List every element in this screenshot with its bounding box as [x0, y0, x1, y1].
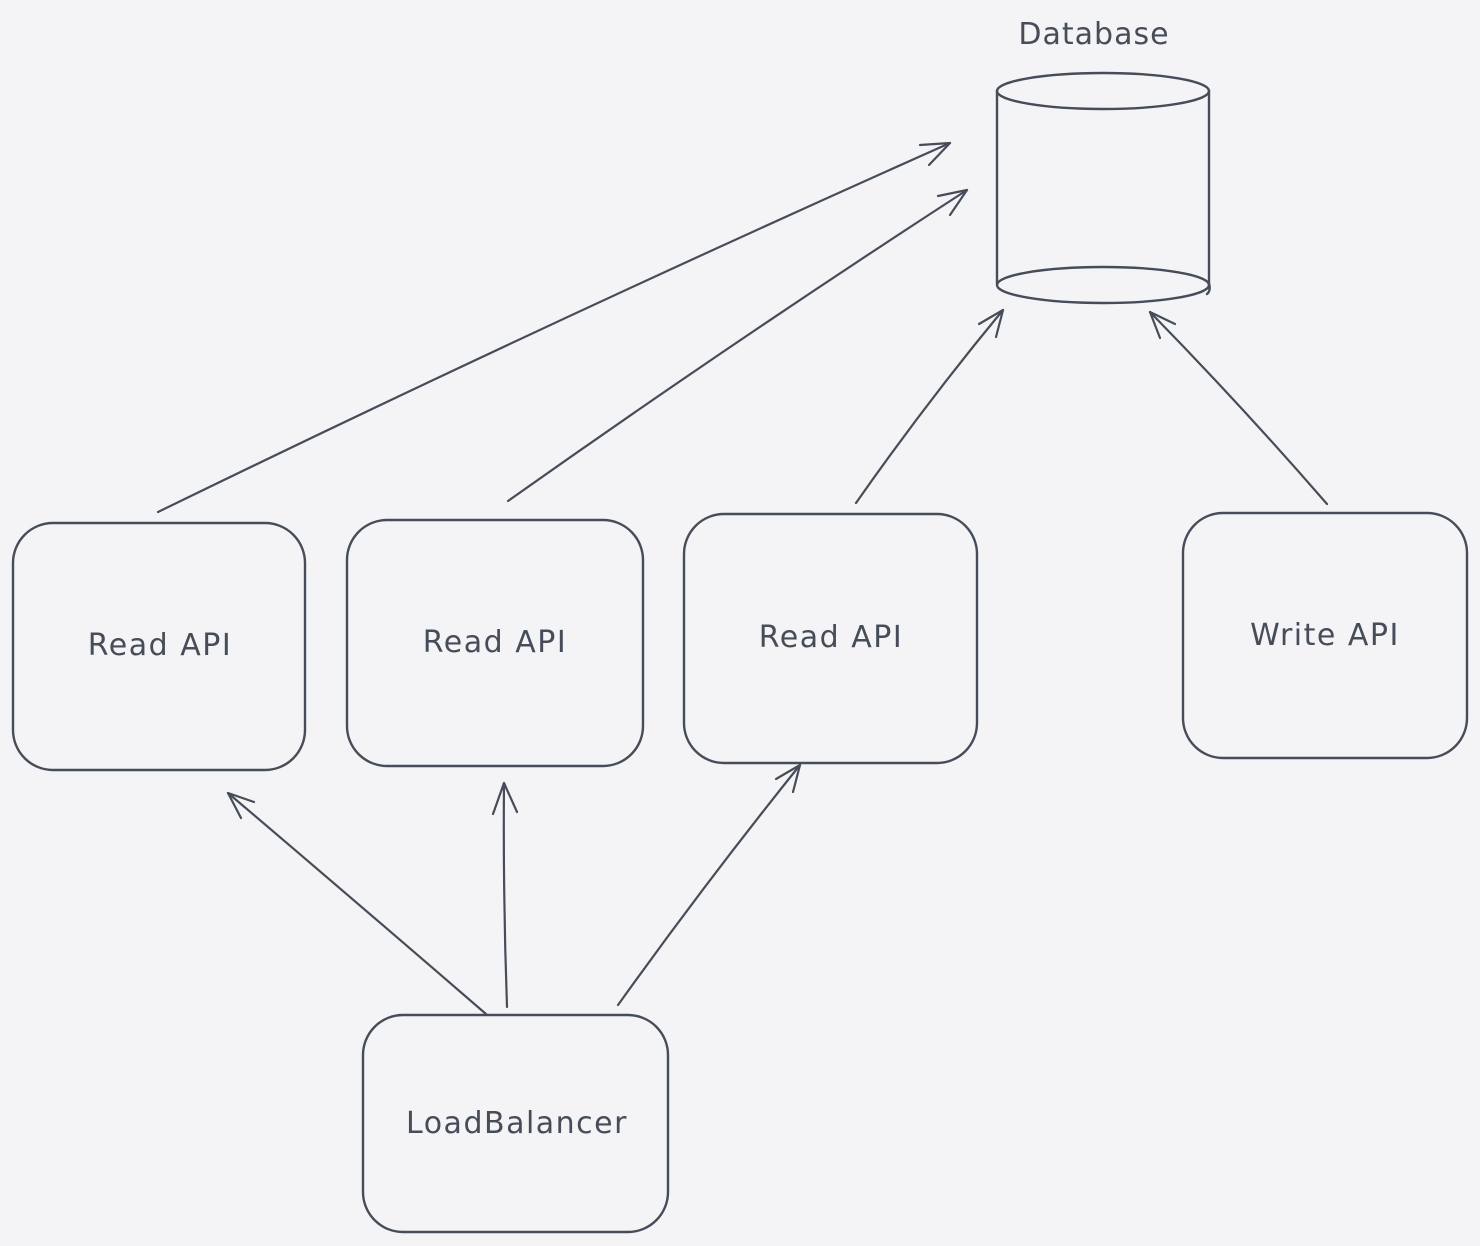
arrow-load-balancer-to-read-api-2[interactable] — [491, 781, 519, 1009]
load-balancer-box — [361, 1013, 670, 1234]
database-node[interactable]: Database — [995, 17, 1211, 305]
database-cylinder-shape — [995, 71, 1211, 305]
arrow-load-balancer-to-read-api-3[interactable] — [616, 763, 802, 1007]
write-api-box — [1181, 511, 1469, 760]
read-api-3-label: Read API — [759, 620, 903, 655]
arrow-read-api-2-to-database[interactable] — [506, 188, 969, 503]
write-api-label: Write API — [1250, 618, 1400, 653]
read-api-3-node[interactable]: Read API — [682, 512, 979, 765]
read-api-2-label: Read API — [423, 625, 567, 660]
read-api-2-box — [345, 518, 645, 768]
read-api-2-node[interactable]: Read API — [345, 518, 645, 768]
arrowhead-icon — [936, 188, 969, 217]
arrow-read-api-1-to-database[interactable] — [156, 141, 952, 514]
arrow-load-balancer-to-read-api-1[interactable] — [226, 791, 488, 1016]
read-api-3-box — [682, 512, 979, 765]
arrowhead-icon — [918, 141, 952, 167]
read-api-1-label: Read API — [88, 628, 232, 663]
arrow-write-api-to-database[interactable] — [1148, 310, 1329, 506]
arrowhead-icon — [1148, 310, 1177, 340]
arrowhead-icon — [226, 791, 256, 820]
arrowhead-icon — [774, 763, 802, 794]
read-api-1-node[interactable]: Read API — [11, 521, 307, 772]
arrow-read-api-3-to-database[interactable] — [854, 308, 1005, 505]
arrowhead-icon — [977, 308, 1005, 339]
read-api-1-box — [11, 521, 307, 772]
write-api-node[interactable]: Write API — [1181, 511, 1469, 760]
load-balancer-node[interactable]: LoadBalancer — [361, 1013, 670, 1234]
load-balancer-label: LoadBalancer — [406, 1106, 628, 1141]
database-label: Database — [1018, 17, 1169, 52]
arrowhead-icon — [491, 781, 519, 816]
